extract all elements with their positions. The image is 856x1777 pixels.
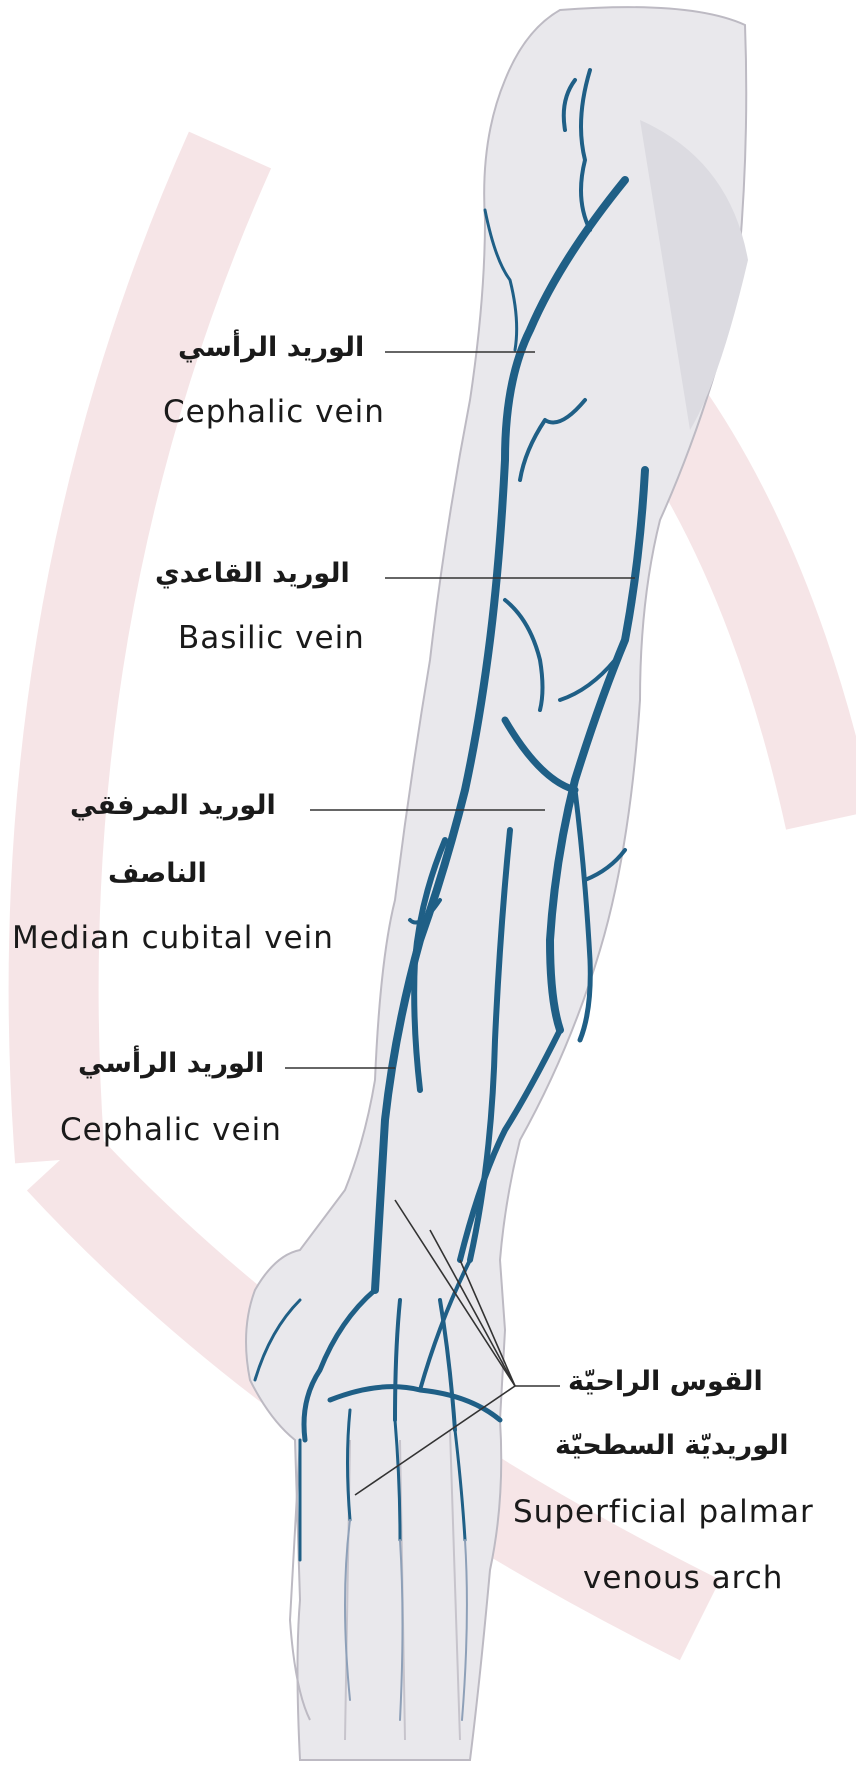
basilic-vein-english: Basilic vein	[178, 620, 365, 656]
median-cubital-vein-english: Median cubital vein	[12, 920, 334, 956]
median-cubital-vein-arabic-line2: الناصف	[108, 858, 207, 889]
cephalic-vein-upper-arabic: الوريد الرأسي	[178, 332, 364, 363]
palmar-arch-arabic-line1: القوس الراحيّة	[568, 1366, 763, 1397]
palmar-arch-english-line1: Superficial palmar	[513, 1494, 814, 1530]
cephalic-vein-lower-english: Cephalic vein	[60, 1112, 282, 1148]
cephalic-vein-upper-english: Cephalic vein	[163, 394, 385, 430]
palmar-arch-english-line2: venous arch	[583, 1560, 783, 1596]
palmar-arch-arabic-line2: الوريديّة السطحيّة	[555, 1430, 789, 1461]
median-cubital-vein-arabic-line1: الوريد المرفقي	[70, 790, 276, 821]
cephalic-vein-lower-arabic: الوريد الرأسي	[78, 1048, 264, 1079]
basilic-vein-arabic: الوريد القاعدي	[155, 558, 350, 589]
